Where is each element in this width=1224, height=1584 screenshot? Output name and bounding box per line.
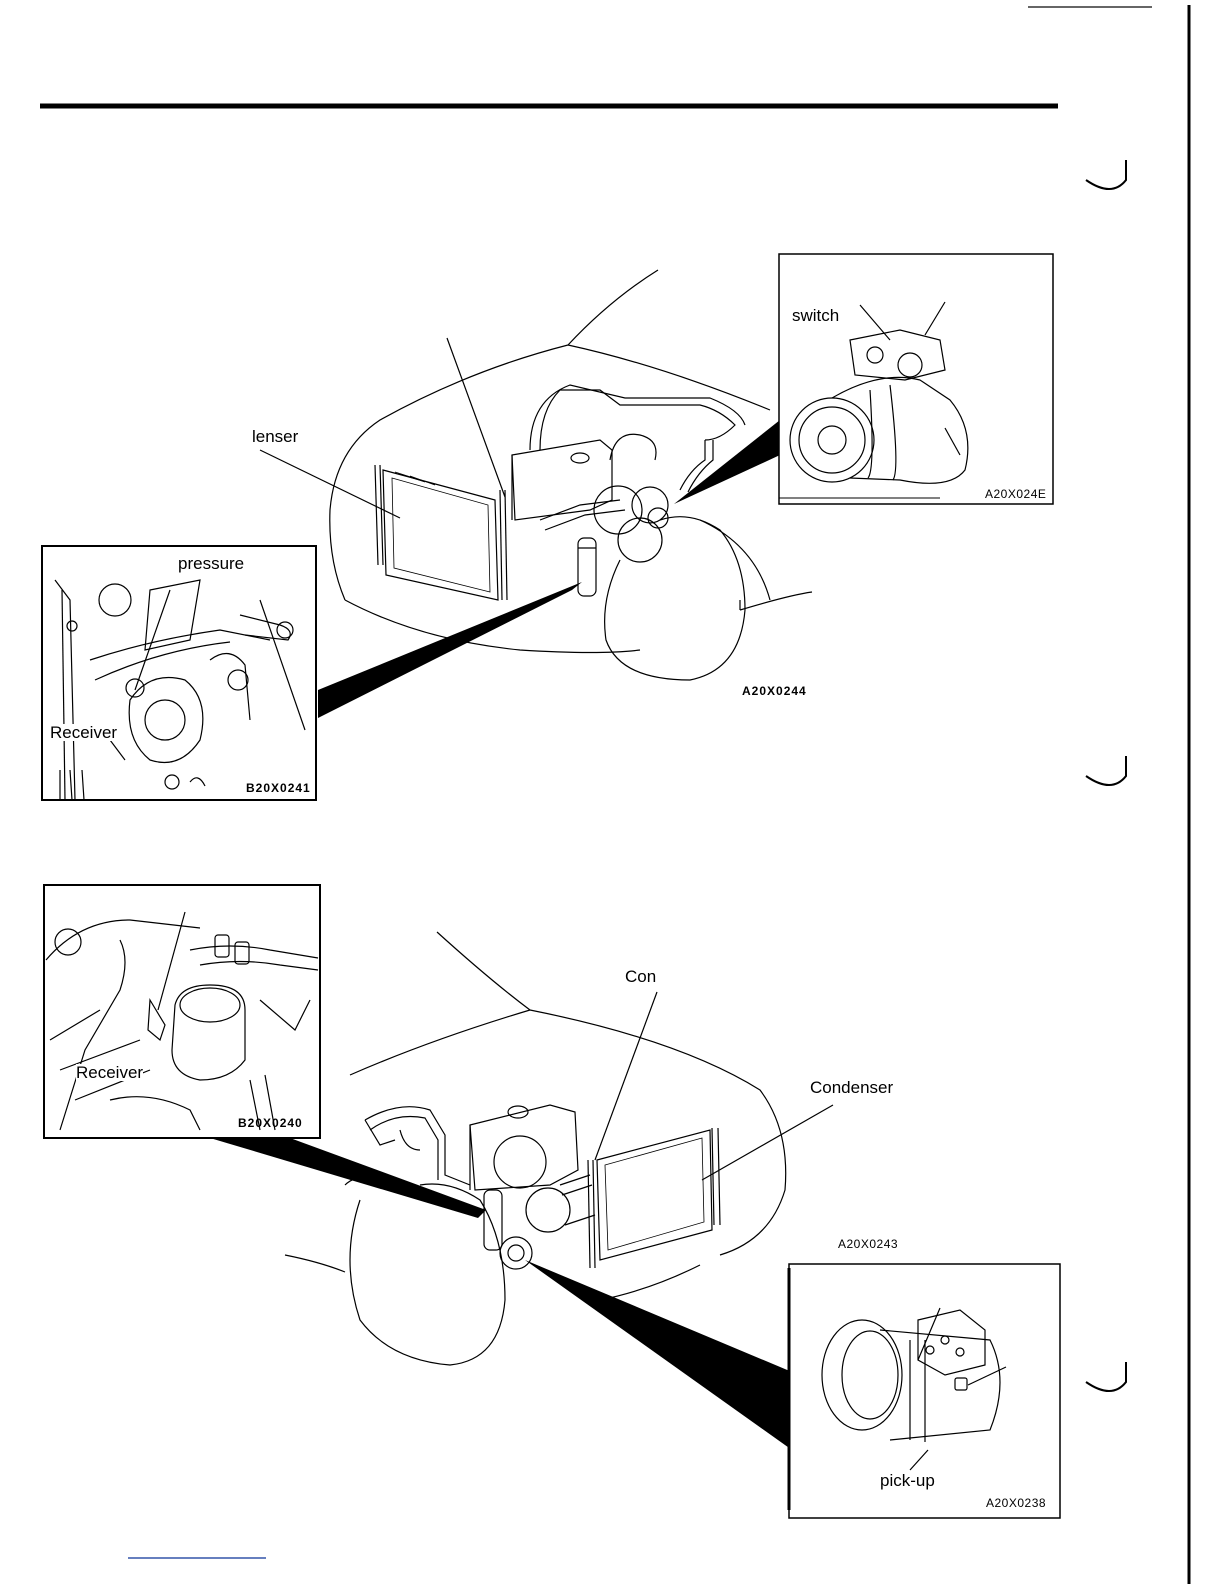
binder-hole-mark	[1086, 160, 1126, 189]
binder-hole-mark	[1086, 1362, 1126, 1391]
figure-code: A20X0243	[838, 1238, 898, 1250]
pressure-label: pressure	[178, 555, 244, 572]
receiver-inset-top	[42, 546, 316, 800]
callout-wedge	[525, 1260, 792, 1450]
receiver-label-bottom: Receiver	[76, 1064, 143, 1081]
pickup-label: pick-up	[880, 1472, 935, 1489]
figure-code: A20X0238	[986, 1497, 1046, 1509]
compressor-switch-label: switch	[792, 307, 839, 324]
figure-code: A20X024E	[985, 488, 1046, 500]
binder-hole-mark	[1086, 756, 1126, 785]
figure-code: B20X0240	[238, 1117, 303, 1129]
compressor-inset-top	[779, 254, 1053, 504]
bottom-vehicle-view	[285, 932, 833, 1365]
receiver-label-top: Receiver	[50, 724, 117, 741]
callout-wedge	[318, 582, 582, 718]
condenser-label-top: lenser	[252, 428, 298, 445]
receiver-inset-bottom	[44, 885, 320, 1138]
condenser-partial-label: Con	[625, 968, 656, 985]
figure-code: B20X0241	[246, 782, 311, 794]
condenser-label-bottom: Condenser	[810, 1079, 893, 1096]
figure-code: A20X0244	[742, 685, 807, 697]
